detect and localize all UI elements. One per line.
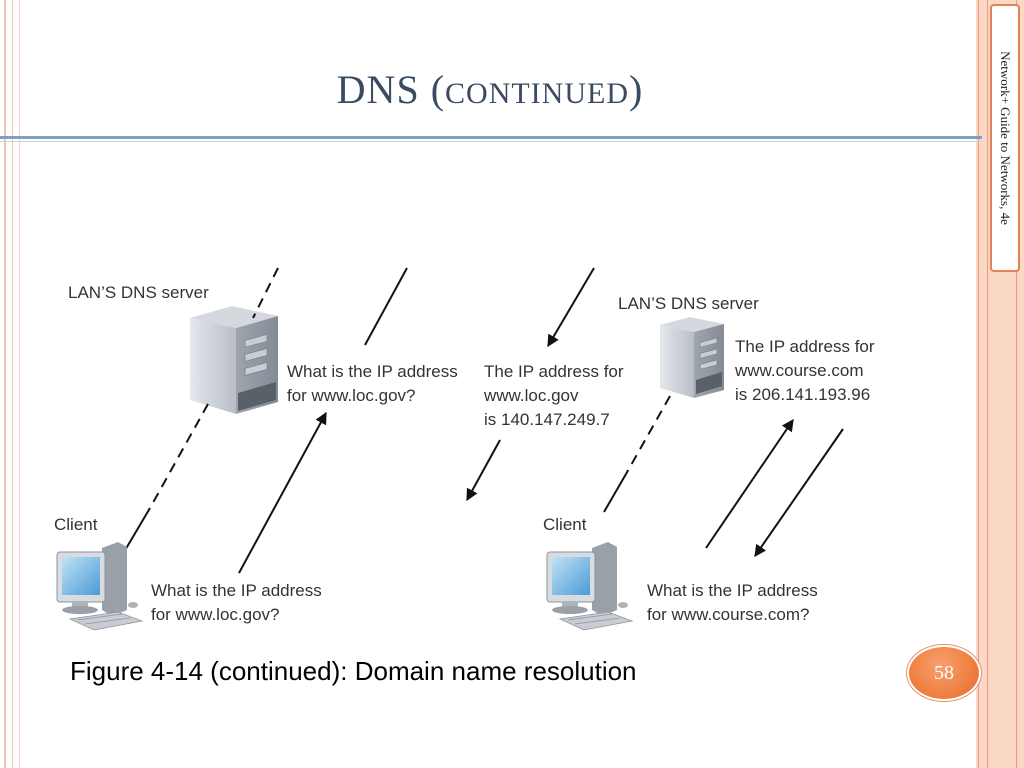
right-client-query-arrow — [705, 419, 794, 549]
right-server-answer-arrow — [754, 428, 844, 557]
right-band-line — [978, 0, 979, 768]
left-border-stripe — [19, 0, 20, 768]
title-smallcaps: CONTINUED — [445, 77, 629, 110]
right-client-link-dashed — [625, 395, 671, 475]
right-server-label: LAN’S DNS server — [618, 294, 759, 313]
title-close: ) — [629, 67, 644, 112]
right-server-answer-text: The IP address for www.course.com is 206… — [734, 337, 879, 404]
left-query-text: What is the IP address for www.loc.gov? — [287, 362, 462, 405]
left-client-query-text: What is the IP address for www.loc.gov? — [151, 581, 326, 624]
title-main: DNS ( — [336, 67, 446, 112]
page-number: 58 — [934, 661, 954, 684]
left-client-link-solid — [123, 507, 151, 553]
right-band-line — [1016, 0, 1017, 768]
left-client-computer-icon — [56, 542, 144, 631]
title-rule — [0, 136, 982, 139]
left-query-line — [364, 267, 408, 346]
middle-response-arrow-in — [547, 267, 595, 348]
right-client-computer-icon — [546, 542, 634, 631]
title-rule-thin — [0, 141, 982, 142]
left-client-label: Client — [54, 515, 98, 534]
slide-title: DNS (CONTINUED) — [0, 66, 980, 113]
right-client-label: Client — [543, 515, 587, 534]
right-band-line — [987, 0, 988, 768]
page-number-badge: 58 — [907, 645, 981, 701]
right-client-query-text: What is the IP address for www.course.co… — [647, 581, 822, 624]
left-client-query-arrow — [238, 411, 327, 574]
figure-caption: Figure 4-14 (continued): Domain name res… — [70, 656, 637, 686]
left-client-link-dashed — [149, 403, 209, 509]
middle-response-arrow-out — [466, 439, 501, 502]
left-server-icon — [190, 306, 278, 414]
left-uplink-dashed — [252, 267, 279, 319]
middle-response-text: The IP address for www.loc.gov is 140.14… — [483, 362, 628, 429]
right-client-link-solid — [603, 473, 627, 513]
side-tab: Network+ Guide to Networks, 4e — [990, 4, 1020, 272]
right-server-icon — [660, 317, 724, 398]
left-server-label: LAN’S DNS server — [68, 283, 209, 302]
left-border-stripe — [12, 0, 13, 768]
left-border-stripe — [4, 0, 6, 768]
